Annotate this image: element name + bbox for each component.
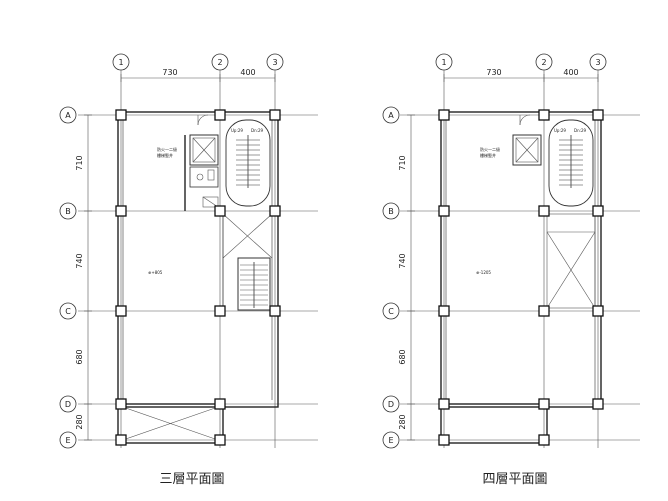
row-label: E <box>65 436 70 445</box>
top-dimension: 730 400 <box>120 68 276 82</box>
dimension-text: 280 <box>75 414 84 429</box>
core-note: 防火一二級 <box>480 146 500 152</box>
service-core <box>184 114 219 211</box>
plan-title: 三層平面圖 <box>159 472 224 487</box>
service-core <box>512 114 542 166</box>
dimension-text: 730 <box>162 68 177 77</box>
void-opening <box>222 213 273 311</box>
col-label: 3 <box>272 58 277 67</box>
left-dimension: 710 740 680 280 <box>75 114 92 441</box>
dimension-text: 400 <box>240 68 255 77</box>
upper-stair: Up:29 Dn:29 <box>225 119 271 207</box>
left-dimension: 710 740 680 280 <box>398 114 415 441</box>
dimension-text: 680 <box>75 349 84 364</box>
bottom-void <box>122 406 219 441</box>
structural-columns <box>115 109 281 446</box>
col-label: 3 <box>595 58 600 67</box>
dimension-text: 740 <box>75 253 84 268</box>
plan-title: 四層平面圖 <box>482 472 547 487</box>
row-label: B <box>65 207 71 216</box>
core-note: 防火一二級 <box>157 146 177 152</box>
col-label: 1 <box>118 58 123 67</box>
row-label: C <box>388 307 394 316</box>
dimension-text: 710 <box>75 155 84 170</box>
structural-columns <box>438 109 604 446</box>
dimension-text: 280 <box>398 414 407 429</box>
exterior-walls <box>440 111 602 444</box>
col-axis-bubbles: 1 2 3 <box>435 53 607 71</box>
dimension-text: 400 <box>563 68 578 77</box>
top-dimension: 730 400 <box>443 68 599 82</box>
row-label: A <box>65 111 71 120</box>
stair-up-label: Up:29 <box>231 128 243 133</box>
area-label: ⊕-1205 <box>476 270 491 275</box>
dimension-text: 710 <box>398 155 407 170</box>
dimension-text: 740 <box>398 253 407 268</box>
row-axis-bubbles: A B C D E <box>59 106 318 449</box>
row-label: A <box>388 111 394 120</box>
col-label: 2 <box>217 58 222 67</box>
stair-down-label: Dn:29 <box>251 128 264 133</box>
row-label: D <box>388 400 394 409</box>
area-label: ⊕+805 <box>148 270 163 275</box>
col-axis-bubbles: 1 2 3 <box>112 53 284 71</box>
row-label: C <box>65 307 71 316</box>
stair-down-label: Dn:29 <box>574 128 587 133</box>
lower-stair <box>237 257 271 311</box>
plan-third-floor: 1 2 3 730 400 A B <box>59 53 318 487</box>
void-opening <box>546 213 596 309</box>
core-note: 樓梯豎井 <box>480 152 496 158</box>
col-label: 1 <box>441 58 446 67</box>
col-label: 2 <box>541 58 546 67</box>
row-label: B <box>388 207 394 216</box>
upper-stair: Up:29 Dn:29 <box>548 119 594 207</box>
stair-up-label: Up:29 <box>554 128 566 133</box>
row-label: D <box>65 400 71 409</box>
exterior-walls <box>117 111 279 444</box>
core-note: 樓梯豎井 <box>157 152 173 158</box>
row-label: E <box>388 436 393 445</box>
dimension-text: 730 <box>486 68 501 77</box>
plan-fourth-floor: 1 2 3 730 400 A B C <box>382 53 640 487</box>
dimension-text: 680 <box>398 349 407 364</box>
